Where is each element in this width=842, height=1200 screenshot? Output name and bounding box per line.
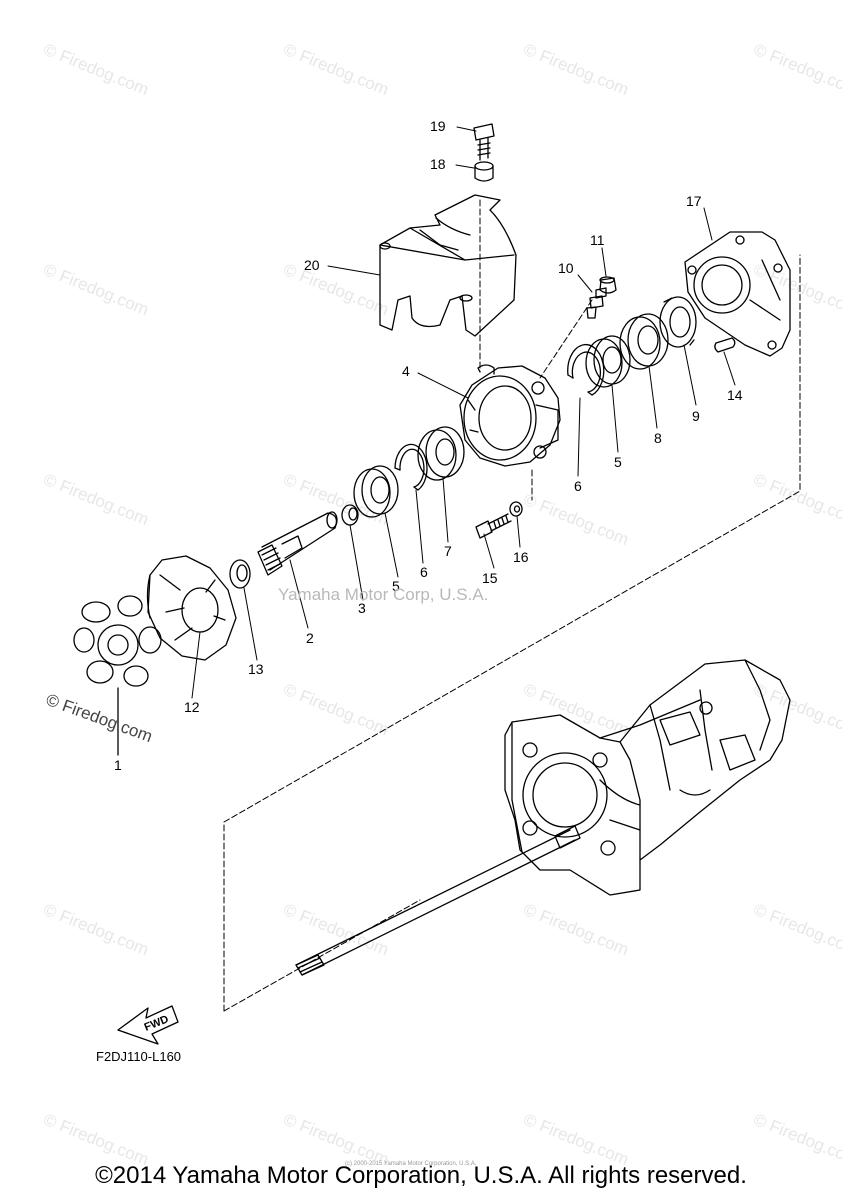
figure-code: F2DJ110-L160: [96, 1049, 182, 1064]
callout-20: 20: [304, 257, 320, 273]
impeller-shaft: [295, 825, 581, 976]
part-13-shim: [229, 559, 251, 589]
callout-16: 16: [513, 549, 529, 565]
fwd-arrow-icon: FWD: [117, 1005, 179, 1045]
callout-13: 13: [248, 661, 264, 677]
callout-8: 8: [654, 430, 662, 446]
part-5-bearing-lower: [353, 465, 399, 518]
leader-lines: [191, 126, 736, 699]
callout-4: 4: [402, 363, 410, 379]
callout-5a: 5: [614, 454, 622, 470]
callout-5b: 5: [392, 578, 400, 594]
part-20-cover: [379, 194, 517, 337]
callout-12: 12: [184, 699, 200, 715]
callout-3: 3: [358, 600, 366, 616]
part-5-bearing-upper: [585, 335, 631, 388]
callout-6b: 6: [420, 564, 428, 580]
callout-10: 10: [558, 260, 574, 276]
fine-print: (c) 2000-2015 Yamaha Motor Corporation, …: [345, 1161, 477, 1167]
part-17-housing: [684, 231, 791, 357]
callout-17: 17: [686, 193, 702, 209]
assembly-outline: [223, 199, 801, 1012]
callout-7: 7: [444, 543, 452, 559]
callout-15: 15: [482, 570, 498, 586]
part-6-circlip-upper: [567, 343, 605, 396]
part-8-bearing: [619, 313, 669, 370]
corp-watermark: Yamaha Motor Corp, U.S.A.: [278, 585, 489, 604]
part-6-circlip-lower: [394, 443, 428, 491]
part-2-drive-shaft: [257, 511, 338, 576]
callout-18: 18: [430, 156, 446, 172]
jet-pump-assembly: [504, 659, 791, 896]
callout-2: 2: [306, 630, 314, 646]
part-19-bolt: [473, 123, 495, 161]
part-3-spacer: [341, 504, 359, 526]
part-11-cap: [599, 276, 617, 294]
callout-11: 11: [590, 232, 605, 248]
part-4-bearing-housing: [459, 364, 561, 467]
callout-14: 14: [727, 387, 743, 403]
part-10-nipple: [586, 287, 607, 319]
callout-9: 9: [692, 408, 700, 424]
part-14-pin: [714, 337, 736, 353]
callout-19: 19: [430, 118, 446, 134]
part-7-bearing: [417, 426, 465, 481]
part-16-washer: [509, 501, 523, 517]
callout-1: 1: [114, 757, 122, 773]
part-9-oil-seal: [659, 296, 697, 348]
part-15-bolt: [475, 513, 512, 539]
copyright-notice: ©2014 Yamaha Motor Corporation, U.S.A. A…: [95, 1162, 747, 1189]
callout-6a: 6: [574, 478, 582, 494]
part-18-collar: [474, 161, 494, 182]
part-1-damper: [73, 595, 162, 756]
